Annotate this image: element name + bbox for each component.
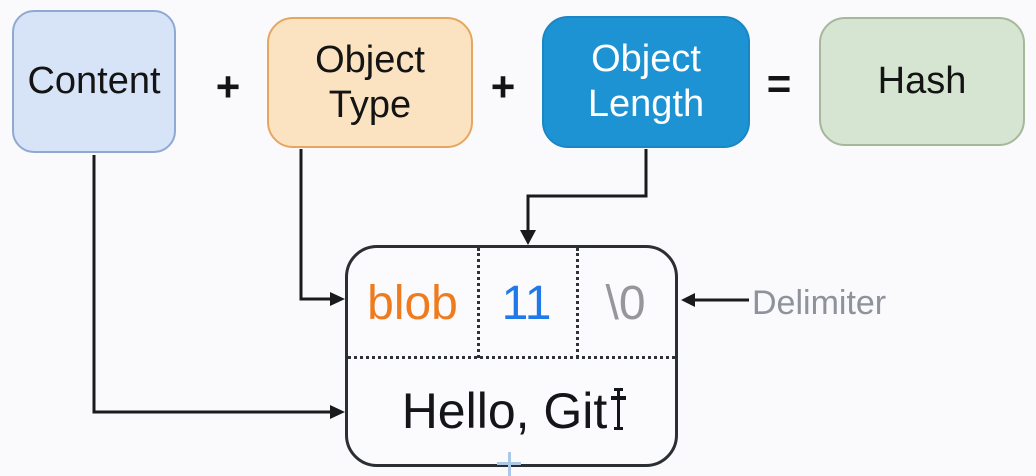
- plus-operator-1: +: [215, 63, 241, 110]
- object-type-cell: blob: [367, 276, 458, 330]
- content-box-label: Content: [27, 60, 161, 103]
- dotted-divider-vertical-1: [477, 248, 480, 358]
- dotted-divider-horizontal: [348, 356, 675, 359]
- content-box: Content: [12, 10, 176, 153]
- git-object-box: blob 11 \0 Hello, Git: [345, 245, 678, 467]
- delimiter-arrow: [681, 293, 749, 307]
- plus-operator-2: +: [490, 63, 516, 110]
- crosshair-icon: [497, 452, 521, 476]
- equals-operator: =: [766, 60, 792, 107]
- hash-box: Hash: [819, 17, 1025, 146]
- object-type-box: Object Type: [267, 17, 473, 148]
- content-arrow: [92, 155, 345, 419]
- object-length-box-label: Object Length: [587, 38, 705, 125]
- object-type-box-label: Object Type: [315, 38, 425, 126]
- null-byte-cell: \0: [605, 276, 646, 330]
- object-length-cell: 11: [501, 276, 552, 330]
- dotted-divider-vertical-2: [576, 248, 579, 358]
- object-content-text: Hello, Git: [401, 383, 608, 439]
- hash-box-label: Hash: [877, 60, 967, 103]
- delimiter-label: Delimiter: [752, 284, 887, 322]
- object-length-arrow: [520, 149, 648, 245]
- object-length-box: Object Length: [542, 16, 750, 148]
- object-type-arrow: [299, 149, 345, 306]
